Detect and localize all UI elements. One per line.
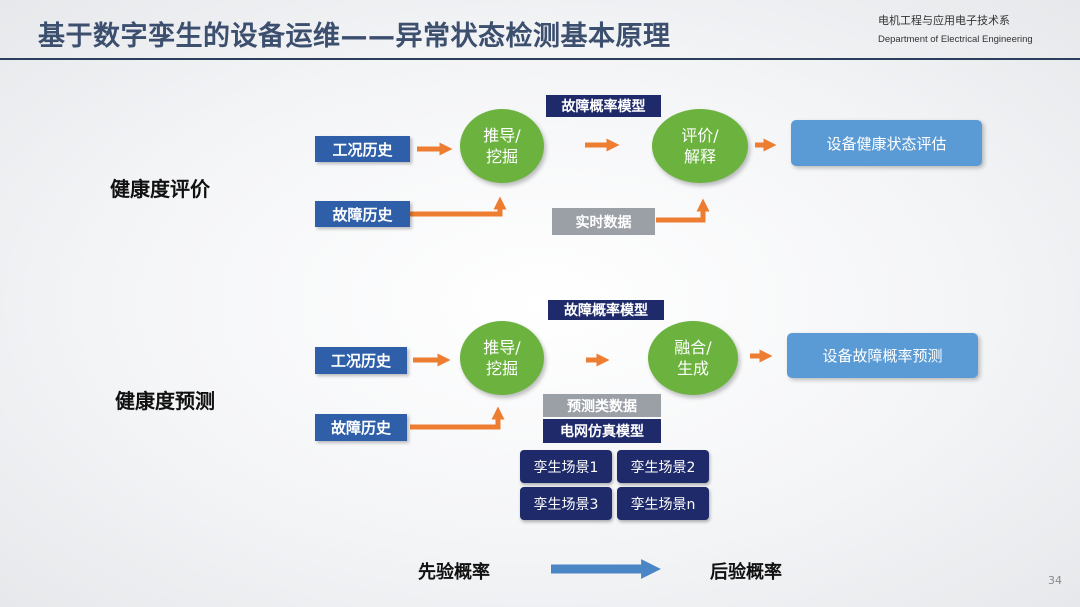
pred-input-operating-history: 工况历史 (315, 347, 407, 374)
eval-node-evaluate-explain: 评价/ 解释 (652, 109, 748, 183)
posterior-probability-label: 后验概率 (710, 562, 782, 583)
page-title: 基于数字孪生的设备运维——异常状态检测基本原理 (38, 21, 671, 52)
twin-scene-n: 孪生场景n (617, 487, 709, 520)
eval-input-operating-history: 工况历史 (315, 136, 410, 162)
header-divider (0, 58, 1080, 60)
department-name-cn: 电机工程与应用电子技术系 (878, 14, 1010, 27)
page-number: 34 (1048, 574, 1062, 587)
eval-input-fault-history: 故障历史 (315, 201, 410, 227)
evaluation-label: 健康度评价 (110, 177, 210, 201)
pred-node-derive-mine: 推导/ 挖掘 (460, 321, 544, 395)
department-name-en: Department of Electrical Engineering (878, 34, 1033, 45)
arrow-pred-input2 (410, 406, 505, 430)
arrow-eval-realtime (656, 198, 710, 223)
pred-fault-probability-model: 故障概率模型 (548, 300, 664, 320)
pred-input-fault-history: 故障历史 (315, 414, 407, 441)
twin-scene-2: 孪生场景2 (617, 450, 709, 483)
pred-prediction-data: 预测类数据 (543, 394, 661, 417)
prediction-label: 健康度预测 (115, 389, 215, 413)
eval-result-health-assessment: 设备健康状态评估 (791, 120, 982, 166)
eval-node-derive-mine: 推导/ 挖掘 (460, 109, 544, 183)
twin-scene-1: 孪生场景1 (520, 450, 612, 483)
arrow-eval-input2 (410, 196, 507, 217)
eval-fault-probability-model: 故障概率模型 (546, 95, 661, 117)
prior-probability-label: 先验概率 (418, 562, 490, 583)
eval-realtime-data: 实时数据 (552, 208, 655, 235)
pred-grid-simulation-model: 电网仿真模型 (543, 419, 661, 443)
twin-scene-3: 孪生场景3 (520, 487, 612, 520)
pred-node-fuse-generate: 融合/ 生成 (648, 321, 738, 395)
pred-result-fault-probability: 设备故障概率预测 (787, 333, 978, 378)
